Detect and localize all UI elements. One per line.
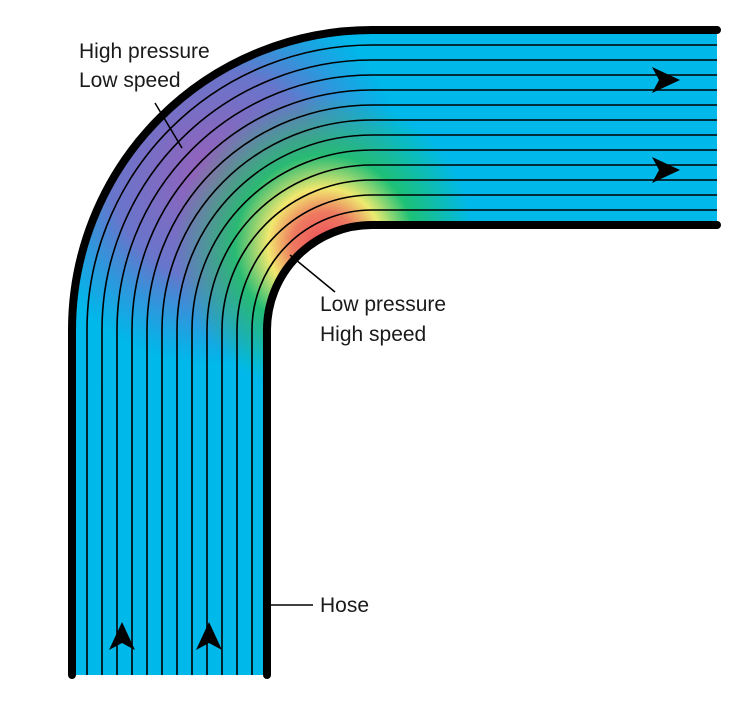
streamline bbox=[116, 74, 717, 675]
inner-wall bbox=[263, 221, 721, 679]
streamline bbox=[101, 59, 717, 675]
streamline bbox=[131, 89, 717, 675]
outer-wall bbox=[68, 26, 721, 679]
label-high-pressure: High pressure bbox=[79, 40, 210, 63]
arrow-up-icon bbox=[109, 622, 135, 650]
label-high-speed: High speed bbox=[320, 323, 426, 346]
arrow-right-icon bbox=[652, 157, 680, 183]
streamline bbox=[206, 164, 717, 675]
streamline bbox=[251, 209, 717, 675]
streamline bbox=[176, 134, 717, 675]
streamlines bbox=[86, 44, 717, 675]
arrow-up-icon bbox=[196, 622, 222, 650]
label-low-speed: Low speed bbox=[79, 69, 181, 92]
streamline bbox=[146, 104, 717, 675]
streamline bbox=[221, 179, 717, 675]
leader-high-pressure bbox=[154, 102, 183, 149]
leader-low-pressure bbox=[289, 254, 336, 293]
label-hose: Hose bbox=[320, 594, 369, 617]
label-low-pressure: Low pressure bbox=[320, 293, 446, 316]
arrow-right-icon bbox=[652, 67, 680, 93]
streamline bbox=[161, 119, 717, 675]
streamline bbox=[191, 149, 717, 675]
streamline bbox=[236, 194, 717, 675]
